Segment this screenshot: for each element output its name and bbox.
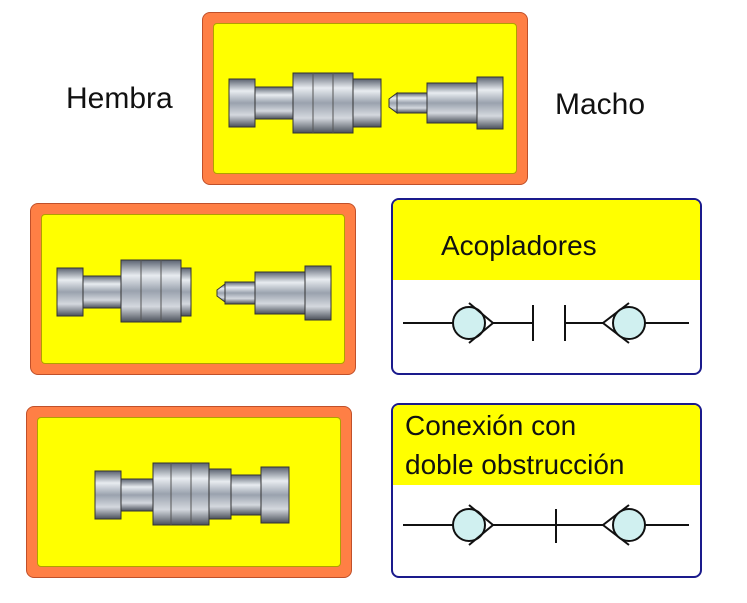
separated-coupler-image-2 (56, 259, 332, 323)
double-title-line2: doble obstrucción (405, 449, 625, 480)
couplers-title: Acopladores (441, 230, 597, 261)
connected-coupler-image (94, 462, 290, 526)
double-obstruction-symbol-box: Conexión con doble obstrucción (391, 403, 702, 578)
double-title-line1: Conexión con (405, 410, 577, 441)
double-obstruction-symbol (403, 504, 689, 546)
top-coupler-panel (202, 12, 528, 185)
middle-coupler-panel (30, 203, 356, 375)
female-coupler-icon (228, 72, 382, 134)
female-label: Hembra (66, 82, 173, 115)
male-label: Macho (555, 88, 646, 121)
female-coupler-icon (56, 259, 192, 323)
coupler-symbol-icon (403, 504, 689, 546)
coupled-connector-icon (94, 462, 290, 526)
separated-coupler-image (228, 72, 504, 134)
male-coupler-icon (216, 265, 332, 321)
male-coupler-icon (388, 76, 504, 130)
connected-coupler-panel (26, 406, 352, 578)
couplers-symbol (403, 302, 689, 344)
coupler-symbol-icon (403, 302, 689, 344)
couplers-symbol-box: Acopladores (391, 198, 702, 375)
